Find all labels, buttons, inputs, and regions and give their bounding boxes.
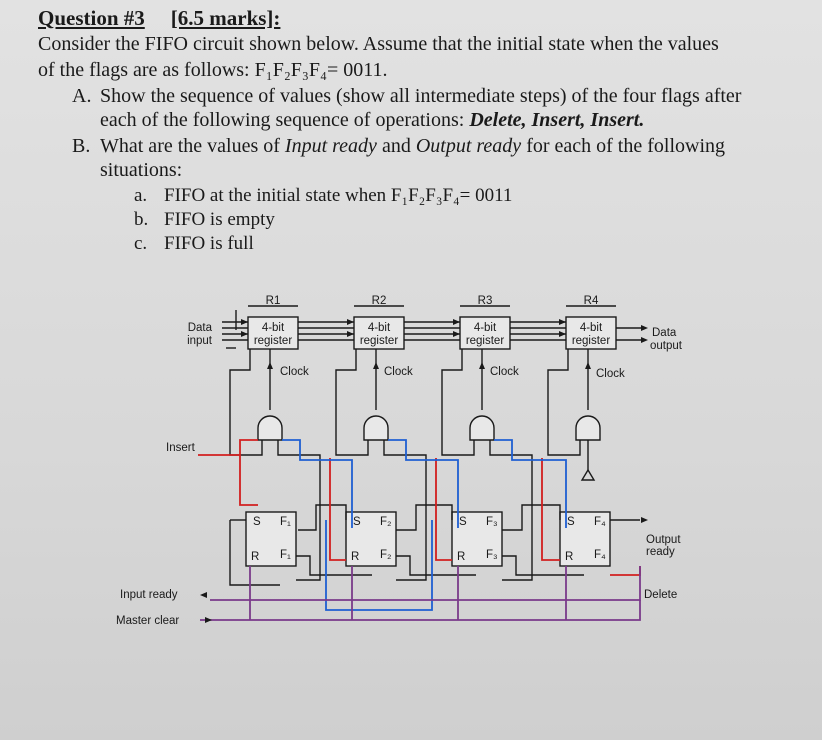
data-output-label: Data [652, 327, 677, 339]
blue-wire [494, 439, 567, 528]
part-a-label: A. [72, 85, 92, 107]
question-number: Question #3 [38, 6, 145, 30]
flip-flop-box [345, 511, 397, 567]
item-label: a. [134, 185, 148, 206]
question-marks: [6.5 marks]: [170, 6, 281, 30]
question-title: Question #3 [6.5 marks]: [38, 6, 818, 30]
clock-label: Clock [596, 368, 625, 380]
part-b-item: c. FIFO is full [134, 232, 254, 256]
part-b-items: a. FIFO at the initial state when F₁F₂F₃F… [38, 182, 818, 254]
flip-flop-qbar: F₂ [380, 549, 392, 561]
data-input-label: input [187, 335, 213, 347]
red-wire [610, 566, 641, 576]
clock-lines [269, 349, 589, 410]
flip-flop-qbar: F₃ [486, 549, 498, 561]
flip-flop-s: S [459, 516, 467, 528]
output-ready-label: ready [646, 546, 675, 558]
flip-flop-s: S [567, 516, 575, 528]
and-gates [257, 415, 601, 481]
delete-label: Delete [644, 589, 677, 601]
part-a-line1: Show the sequence of values (show all in… [100, 85, 742, 107]
register-box [565, 316, 617, 350]
register-label: R2 [372, 295, 387, 307]
register-box [247, 316, 299, 350]
flip-flop-r: R [565, 551, 573, 563]
control-wiring [229, 349, 640, 586]
register-type: 4-bit [474, 322, 497, 334]
master-clear-label: Master clear [116, 615, 179, 627]
flip-flop-qbar: F₁ [280, 549, 291, 561]
purple-wire [200, 600, 641, 621]
data-output-label: output [650, 340, 683, 352]
flip-flop-s: S [353, 516, 361, 528]
purple-wire [210, 566, 641, 601]
flip-flop-box [245, 511, 297, 567]
register-type: 4-bit [580, 322, 603, 334]
part-b-text-1: What are the values of [100, 135, 285, 157]
flip-flop-q: F₄ [594, 516, 606, 528]
register-type: register [360, 335, 399, 347]
item-text: FIFO at the initial state when F₁F₂F₃F₄=… [164, 185, 513, 206]
part-b-text-3: for each of the following [521, 135, 726, 157]
flip-flop-box [559, 511, 611, 567]
clock-label: Clock [384, 366, 413, 378]
red-wire [329, 458, 346, 561]
flip-flop-box [451, 511, 503, 567]
flip-flop-q: F₁ [280, 516, 291, 528]
question-block: Question #3 [6.5 marks]: Consider the FIF… [38, 6, 818, 254]
register-label: R3 [478, 295, 493, 307]
insert-label: Insert [166, 442, 196, 454]
intro-line-1: Consider the FIFO circuit shown below. A… [38, 33, 719, 55]
flip-flop-r: R [457, 551, 465, 563]
part-b-item: a. FIFO at the initial state when F₁F₂F₃F… [134, 184, 512, 208]
part-a-line2-prefix: each of the following sequence of operat… [100, 109, 470, 131]
item-label: b. [134, 209, 149, 230]
item-text: FIFO is empty [164, 209, 275, 230]
red-wire [435, 458, 452, 561]
register-type: 4-bit [262, 322, 285, 334]
part-a: A. Show the sequence of values (show all … [38, 84, 818, 132]
colored-wires [198, 439, 641, 621]
flip-flop-q: F₂ [380, 516, 392, 528]
output-ready-label: Output [646, 534, 681, 546]
blue-wire [282, 439, 353, 528]
part-b: B. What are the values of Input ready and… [38, 134, 818, 182]
register-type: register [254, 335, 293, 347]
intro-line-2: of the flags are as follows: F₁F₂F₃F₄= 0… [38, 59, 388, 81]
blue-wire [388, 439, 459, 528]
data-bus [222, 310, 642, 349]
register-type: register [466, 335, 505, 347]
flip-flop-r: R [251, 551, 259, 563]
register-box [459, 316, 511, 350]
clock-label: Clock [490, 366, 519, 378]
register-label: R1 [266, 295, 281, 307]
red-wire [239, 455, 258, 506]
arrowheads [200, 319, 648, 623]
part-a-ops: Delete, Insert, Insert. [469, 109, 645, 131]
register-type: register [572, 335, 611, 347]
data-input-label: Data [188, 322, 213, 334]
input-ready-label: Input ready [120, 589, 178, 601]
part-b-text-2: and [376, 135, 416, 157]
item-label: c. [134, 233, 148, 254]
flip-flop-q: F₃ [486, 516, 498, 528]
part-b-line2: situations: [100, 159, 183, 181]
part-b-label: B. [72, 135, 91, 157]
clock-label: Clock [280, 366, 309, 378]
flip-flop-qbar: F₄ [594, 549, 606, 561]
insert-wire [198, 439, 258, 456]
output-ready-term: Output ready [415, 135, 522, 157]
blue-wire [325, 520, 433, 611]
register-box [353, 316, 405, 350]
item-text: FIFO is full [164, 233, 254, 254]
flip-flop-r: R [351, 551, 359, 563]
red-wire [541, 458, 560, 561]
part-b-item: b. FIFO is empty [134, 208, 275, 232]
flip-flop-s: S [253, 516, 261, 528]
input-ready-term: Input ready [284, 135, 377, 157]
register-type: 4-bit [368, 322, 391, 334]
register-label: R4 [584, 295, 599, 307]
